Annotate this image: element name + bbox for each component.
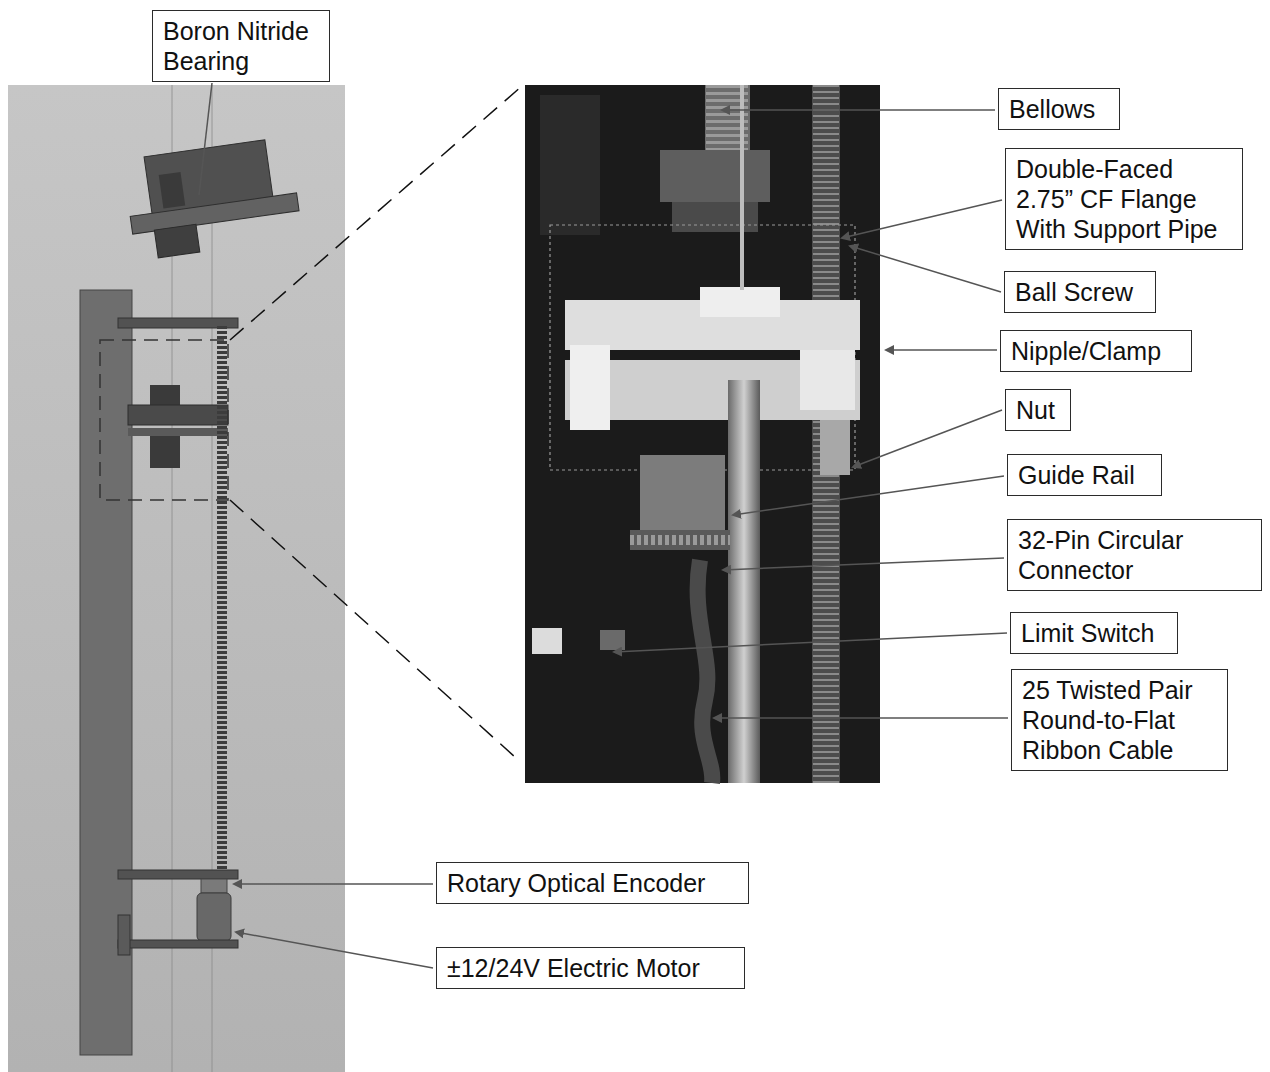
callout-label: Limit Switch	[1021, 618, 1167, 648]
zoom-line	[230, 500, 515, 757]
callout-box: Nipple/Clamp	[1000, 330, 1192, 372]
callout-label: ±12/24V Electric Motor	[447, 953, 734, 983]
callout-box: 25 Twisted Pair Round-to-Flat Ribbon Cab…	[1011, 669, 1228, 771]
callout-box: Rotary Optical Encoder	[436, 862, 749, 904]
callout-label: Ball Screw	[1015, 277, 1145, 307]
callout-box: 32-Pin Circular Connector	[1007, 519, 1262, 591]
callout-box: Bellows	[998, 88, 1120, 130]
callout-label: Nipple/Clamp	[1011, 336, 1181, 366]
callout-box: ±12/24V Electric Motor	[436, 947, 745, 989]
leader-lines	[199, 83, 1008, 968]
callout-label: Nut	[1016, 395, 1060, 425]
callout-box: Nut	[1005, 389, 1071, 431]
photo	[525, 85, 880, 783]
callout-label: Guide Rail	[1018, 460, 1151, 490]
callout-box: Limit Switch	[1010, 612, 1178, 654]
callout-box: Ball Screw	[1004, 271, 1156, 313]
zoom-line	[230, 86, 522, 340]
callout-label: Bellows	[1009, 94, 1109, 124]
cad-rendering	[8, 85, 345, 1072]
callout-box: Double-Faced 2.75” CF Flange With Suppor…	[1005, 148, 1243, 250]
callout-label: 32-Pin Circular Connector	[1018, 525, 1251, 585]
callout-label: 25 Twisted Pair Round-to-Flat Ribbon Cab…	[1022, 675, 1217, 765]
callout-label: Rotary Optical Encoder	[447, 868, 738, 898]
callout-label: Double-Faced 2.75” CF Flange With Suppor…	[1016, 154, 1232, 244]
callout-box: Boron Nitride Bearing	[152, 10, 330, 82]
callout-label: Boron Nitride Bearing	[163, 16, 319, 76]
callout-box: Guide Rail	[1007, 454, 1162, 496]
